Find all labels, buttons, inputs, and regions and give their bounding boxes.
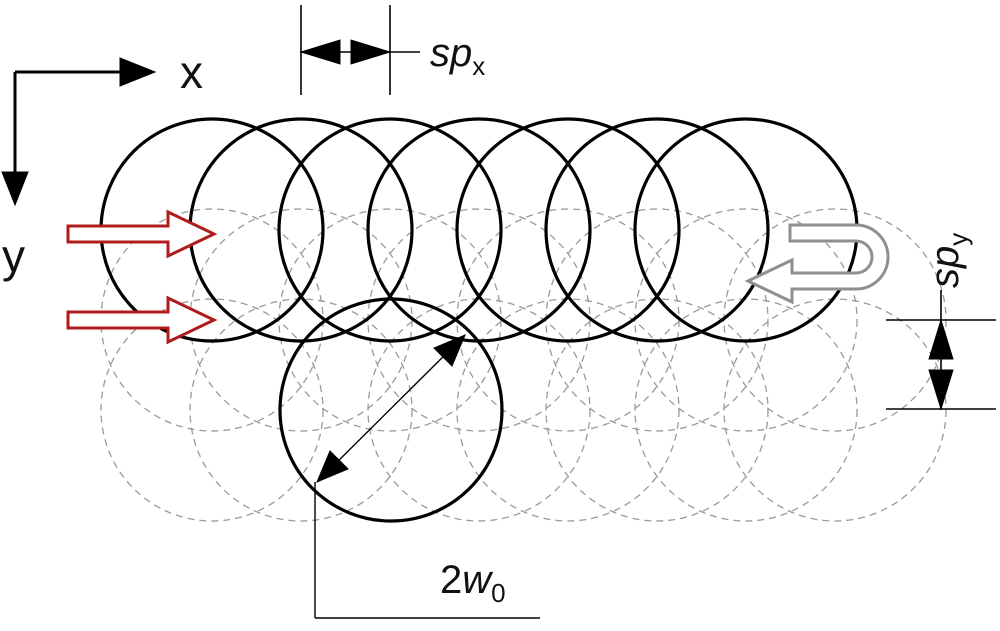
spx-arrowhead-left	[299, 39, 341, 65]
dashed-circle-r2-1	[100, 298, 324, 522]
spy-label-group: spy	[923, 233, 973, 288]
solid-circle-3	[277, 117, 503, 343]
beam-spot-circle	[278, 297, 504, 523]
spx-dimension	[299, 5, 420, 95]
diameter-arrowhead-top	[433, 334, 466, 367]
red-arrow-row2	[66, 295, 218, 345]
diameter-dimension	[314, 334, 540, 619]
spx-label: spx	[430, 31, 485, 81]
x-axis-label: x	[180, 46, 203, 98]
dashed-circle-r2-8	[723, 298, 947, 522]
axis-arrows	[1, 57, 157, 207]
diameter-line	[316, 334, 466, 483]
solid-circle-4	[366, 117, 592, 343]
dashed-circle-r1-2	[189, 208, 413, 432]
diameter-arrowhead-bottom	[316, 450, 349, 483]
gray-uturn-arrow	[744, 223, 890, 305]
x-axis-arrowhead	[119, 57, 157, 87]
spx-arrowhead-right	[350, 39, 392, 65]
spy-label: spy	[923, 233, 973, 288]
dashed-circle-r1-3	[278, 208, 502, 432]
dashed-circle-r2-7	[634, 298, 858, 522]
return-arrow	[744, 223, 890, 305]
dashed-circle-r2-6	[545, 298, 769, 522]
dashed-circle-r2-5	[456, 298, 680, 522]
dashed-circle-r1-5	[456, 208, 680, 432]
spy-arrowhead-top	[928, 318, 954, 360]
solid-circle-6	[544, 117, 770, 343]
spy-arrowhead-bottom	[928, 369, 954, 411]
solid-circle-5	[455, 117, 681, 343]
solid-scan-row	[99, 117, 859, 343]
diameter-label: 2w0	[440, 558, 506, 608]
solid-circle-2	[188, 117, 414, 343]
scan-direction-arrows	[66, 209, 218, 345]
y-axis-label: y	[2, 230, 25, 282]
dashed-circle-r2-4	[367, 298, 591, 522]
red-arrow-row1	[66, 209, 218, 259]
y-axis-arrowhead	[1, 171, 29, 207]
spy-dimension	[886, 290, 996, 411]
dashed-circle-r1-6	[545, 208, 769, 432]
dashed-circle-r2-2	[189, 298, 413, 522]
dashed-scan-rows	[100, 208, 947, 522]
